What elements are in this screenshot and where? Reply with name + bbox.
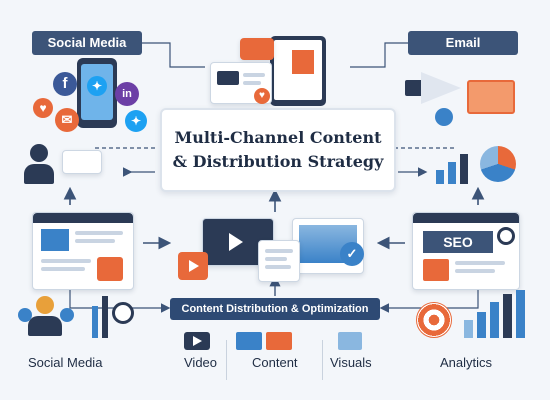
envelope-icon: [467, 80, 515, 114]
content-label: Content: [252, 355, 298, 370]
heart-icon: ♥: [33, 98, 53, 118]
person-icon: [36, 296, 54, 314]
profile-image: [97, 257, 123, 281]
magnifier-icon: [112, 302, 134, 324]
linkedin-icon: in: [115, 82, 139, 106]
top-center-devices: ♥: [200, 30, 350, 110]
person-icon: [30, 144, 48, 162]
trend-chart-icon: [423, 259, 449, 281]
analytics-cluster-bottom: [398, 290, 533, 348]
tablet-icon: [270, 36, 326, 106]
pie-chart-icon: [480, 146, 516, 182]
facebook-icon: f: [53, 72, 77, 96]
people-cluster-left: [18, 140, 108, 190]
divider: [322, 340, 323, 380]
mail-icon: ✉: [55, 108, 79, 132]
seo-label: SEO: [423, 231, 493, 253]
chat-bubble-icon: [240, 38, 274, 60]
title-line-2: & Distribution Strategy: [172, 152, 384, 171]
magnifier-icon: [497, 227, 515, 245]
shield-check-icon: ✓: [340, 242, 364, 266]
center-media-cluster: ✓: [172, 212, 378, 292]
audience-cluster: [14, 292, 154, 347]
person-icon: [18, 308, 32, 322]
doc-card: [258, 240, 300, 282]
email-label: Email: [408, 31, 518, 55]
visuals-icon: [338, 332, 362, 350]
social-media-cluster: f ✦ in ♥ ✉ ✦: [25, 58, 155, 138]
globe-icon: [435, 108, 453, 126]
person-icon: [60, 308, 74, 322]
seo-card: SEO: [412, 212, 520, 290]
title-box: Multi-Channel Content & Distribution Str…: [160, 108, 396, 192]
analytics-cluster-top: [430, 140, 530, 190]
email-cluster: [395, 58, 525, 138]
video-icon: [184, 332, 210, 350]
megaphone-icon: [405, 70, 465, 106]
analytics-label: Analytics: [440, 355, 493, 370]
twitter-bird-icon: ✦: [125, 110, 147, 132]
visuals-label: Visuals: [330, 355, 372, 370]
title-line-1: Multi-Channel Content: [174, 128, 382, 147]
content-distribution-optimization-label: Content Distribution & Optimization: [170, 298, 380, 320]
webpage-card-left: [32, 212, 134, 290]
twitter-icon: ✦: [87, 76, 107, 96]
divider: [226, 340, 227, 380]
target-icon: [416, 302, 452, 338]
content-icon: [236, 332, 292, 350]
heart-icon: ♥: [254, 88, 270, 104]
video-label: Video: [184, 355, 218, 370]
play-button-icon: [178, 252, 208, 280]
social-media-label-bottom: Social Media: [28, 355, 103, 370]
small-card: [62, 150, 102, 174]
social-media-label-top: Social Media: [32, 31, 142, 55]
